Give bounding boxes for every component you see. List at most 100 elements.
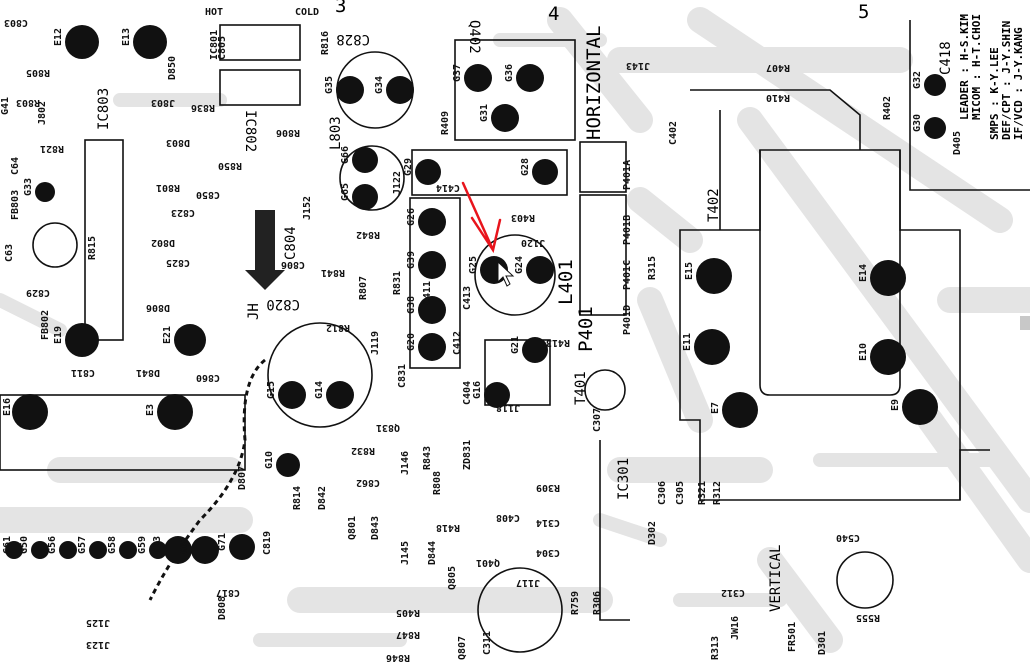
ref-label: J803 — [151, 97, 175, 108]
pad-e10 — [870, 339, 906, 375]
pad-g65 — [352, 184, 378, 210]
pad-label: E3 — [145, 404, 156, 416]
pad-g20 — [418, 333, 446, 361]
ref-label: R814 — [292, 486, 303, 510]
ref-label: J123 — [86, 639, 110, 650]
ref-label: D405 — [952, 131, 963, 155]
pad-label: G26 — [406, 208, 417, 226]
pad-label: G35 — [324, 76, 335, 94]
scrollbar-handle[interactable] — [1020, 316, 1030, 330]
pad-g26 — [418, 208, 446, 236]
ref-label: D302 — [647, 521, 658, 545]
pad-g39 — [418, 251, 446, 279]
pad-label: G33 — [23, 178, 34, 196]
ref-label: P401A — [622, 160, 633, 190]
ref-label: C304 — [536, 547, 560, 558]
ref-label: R831 — [392, 271, 403, 295]
ref-label: J125 — [86, 617, 110, 628]
pad-label: G15 — [266, 381, 277, 399]
mouse-cursor-icon — [497, 260, 515, 287]
pad-g62 — [191, 536, 219, 564]
ref-label: R803 — [16, 97, 40, 108]
pad-label: G29 — [403, 158, 414, 176]
pad-g34 — [386, 76, 414, 104]
ref-label: COLD — [295, 7, 319, 18]
ref-label: R850 — [218, 160, 242, 171]
ref-label: D843 — [370, 516, 381, 540]
ref-label: C803 — [4, 17, 28, 28]
pad-label: G21 — [510, 336, 521, 354]
ref-label: P401D — [622, 305, 633, 335]
ref-label: Q831 — [376, 422, 400, 433]
pad-e21 — [174, 324, 206, 356]
pad-label: G10 — [264, 451, 275, 469]
ref-label: D842 — [317, 486, 328, 510]
pad-g29 — [415, 159, 441, 185]
pad-label: G65 — [340, 183, 351, 201]
ref-label: HOT — [205, 7, 223, 18]
pad-label: E7 — [710, 402, 721, 414]
ref-label: R759 — [570, 591, 581, 615]
pad-label: G56 — [47, 536, 58, 554]
pad-label: E16 — [2, 398, 13, 416]
ref-label: R812 — [326, 322, 350, 333]
ref-label: D807 — [237, 466, 248, 490]
ref-label: D850 — [167, 56, 178, 80]
pad-label: G34 — [374, 76, 385, 94]
pad-g30 — [924, 117, 946, 139]
component-label: C418 — [938, 41, 954, 75]
pad-e14 — [870, 260, 906, 296]
ref-label: J119 — [370, 331, 381, 355]
ref-label: JW16 — [730, 616, 741, 640]
component-label: JH — [246, 303, 262, 320]
pad-label: E11 — [682, 333, 693, 351]
ref-label: Q801 — [347, 516, 358, 540]
pad-g35 — [336, 76, 364, 104]
ref-label: R847 — [396, 629, 420, 640]
pad-label: G25 — [468, 256, 479, 274]
ref-label: R805 — [26, 67, 50, 78]
pads — [5, 25, 946, 564]
ref-label: R815 — [87, 236, 98, 260]
ref-label: C811 — [71, 367, 95, 378]
ref-label: C817 — [216, 587, 240, 598]
pad-label: G39 — [406, 251, 417, 269]
ref-label: C806 — [281, 259, 305, 270]
component-label: C828 — [336, 31, 370, 47]
ref-label: FR501 — [787, 622, 798, 652]
ref-label: C825 — [166, 257, 190, 268]
ref-label: R801 — [156, 182, 180, 193]
ref-label: D806 — [146, 302, 170, 313]
pad-label: E15 — [684, 262, 695, 280]
pad-label: G14 — [314, 381, 325, 399]
ref-label: C850 — [196, 189, 220, 200]
ref-label: J117 — [516, 577, 540, 588]
component-label: 3 — [335, 0, 346, 17]
ref-label: ZD831 — [462, 440, 473, 470]
pad-label: E12 — [53, 28, 64, 46]
ref-label: R312 — [712, 481, 723, 505]
ref-label: R841 — [321, 267, 345, 278]
pad-e19 — [65, 323, 99, 357]
ref-label: R309 — [536, 482, 560, 493]
pad-label: E10 — [858, 343, 869, 361]
ref-label: C412 — [452, 331, 463, 355]
component-label: C820 — [266, 296, 300, 312]
ref-label: J802 — [37, 101, 48, 125]
designer-credit: IF/VCD : J-Y.KANG — [1012, 27, 1025, 140]
pad-label: G66 — [340, 146, 351, 164]
pad-g71 — [229, 534, 255, 560]
pad-label: G13 — [152, 536, 163, 554]
ref-label: R313 — [710, 636, 721, 660]
pad-g58 — [119, 541, 137, 559]
ref-label: D808 — [217, 596, 228, 620]
ref-label: D841 — [136, 367, 160, 378]
component-label: P401 — [575, 306, 597, 352]
pad-e9 — [902, 389, 938, 425]
ref-label: C311 — [482, 631, 493, 655]
component-label: Q402 — [466, 20, 482, 54]
ref-label: R555 — [856, 612, 880, 623]
ref-label: FB803 — [10, 190, 21, 220]
pad-e15 — [696, 258, 732, 294]
